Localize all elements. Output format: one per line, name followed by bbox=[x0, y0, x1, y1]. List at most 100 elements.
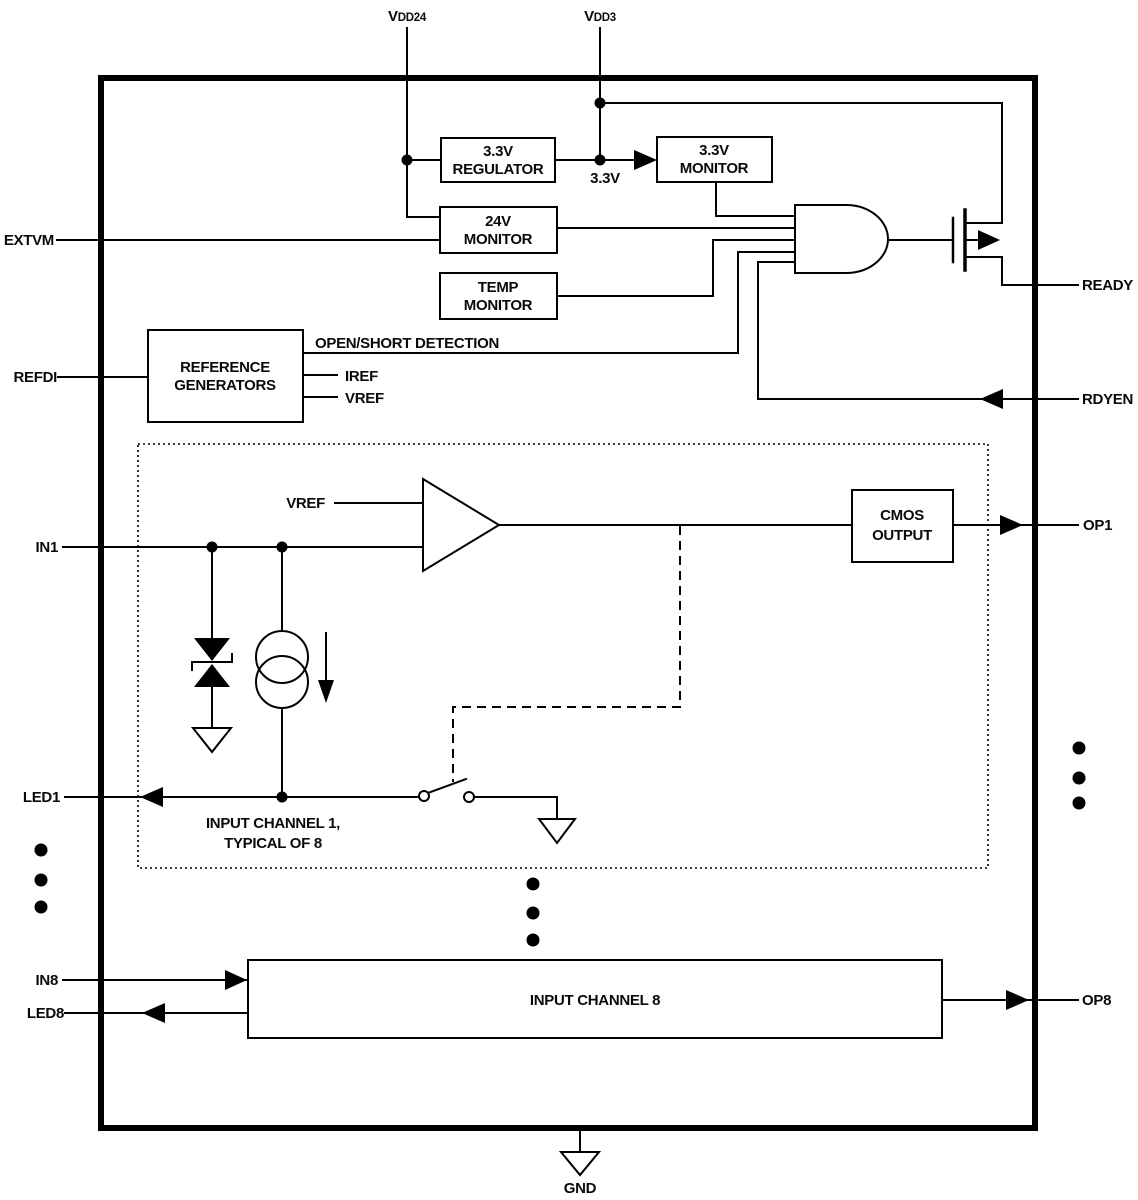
arrowheads bbox=[140, 150, 1029, 1023]
block-cmos-output-label-1: CMOS bbox=[880, 507, 924, 524]
current-source-icon bbox=[255, 630, 334, 709]
pin-vdd3-prefix: V bbox=[584, 8, 594, 25]
block-3v3-monitor-label-1: 3.3V bbox=[699, 142, 729, 159]
ellipsis-dot bbox=[34, 843, 48, 857]
pin-label-ready: READY bbox=[1082, 277, 1133, 294]
block-3v3-regulator bbox=[440, 137, 556, 183]
junction-vdd3-rail bbox=[594, 97, 606, 109]
arrow-into-3v3-monitor-icon bbox=[634, 150, 657, 170]
wire-openshort-to-gate bbox=[302, 251, 796, 354]
ellipsis-dot bbox=[1072, 796, 1086, 810]
junction-dots bbox=[206, 97, 606, 803]
wire-temp-to-gate bbox=[556, 239, 796, 297]
pin-vdd3-sub: DD3 bbox=[594, 12, 616, 24]
switch-contact-left bbox=[418, 790, 430, 802]
block-reference-generators-label-2: GENERATORS bbox=[174, 377, 276, 394]
block-reference-generators bbox=[147, 329, 304, 423]
wire-vdd24 bbox=[406, 27, 441, 218]
zener-ground-arrow-icon bbox=[190, 727, 234, 754]
block-temp-monitor-label-1: TEMP bbox=[478, 279, 519, 296]
pin-vdd24-sub: DD24 bbox=[398, 12, 427, 24]
pin-label-vdd24: VDD24 bbox=[388, 8, 427, 25]
zener-diode-icon bbox=[190, 638, 234, 754]
pin-label-in8: IN8 bbox=[36, 972, 58, 989]
net-label-3v3-rail: 3.3V bbox=[590, 170, 620, 187]
net-labels: 3.3V OPEN/SHORT DETECTION IREF VREF VREF… bbox=[206, 170, 620, 852]
block-3v3-monitor-label-2: MONITOR bbox=[680, 160, 749, 177]
junction-led1 bbox=[276, 791, 288, 803]
input-channel-1-dotted-box bbox=[137, 443, 989, 869]
current-direction-arrow-icon bbox=[318, 680, 334, 703]
block-input-channel-8 bbox=[247, 959, 943, 1039]
block-24v-monitor-label-2: MONITOR bbox=[464, 231, 533, 248]
junction-vdd3-regulator bbox=[594, 154, 606, 166]
pin-label-gnd: GND bbox=[564, 1180, 597, 1197]
ellipsis-dots-middle bbox=[526, 877, 540, 947]
ellipsis-dots-right bbox=[1072, 741, 1086, 810]
arrow-rdyen-icon bbox=[980, 389, 1003, 409]
wire-comparator-control-dashed bbox=[452, 526, 681, 782]
pin-label-extvm: EXTVM bbox=[4, 232, 54, 249]
ellipsis-dot bbox=[526, 906, 540, 920]
arrow-led1-icon bbox=[140, 787, 163, 807]
arrow-in8-icon bbox=[225, 970, 247, 990]
wire-rdyen-to-gate bbox=[757, 261, 1079, 400]
pin-label-op1: OP1 bbox=[1083, 517, 1112, 534]
wire-source-to-ready bbox=[964, 256, 1079, 286]
mosfet-icon bbox=[951, 208, 1000, 272]
arrow-op8-icon bbox=[1006, 990, 1029, 1010]
ellipsis-dot bbox=[526, 877, 540, 891]
blocks: 3.3V REGULATOR 3.3V MONITOR 24V MONITOR … bbox=[147, 136, 954, 1039]
pin-label-led1: LED1 bbox=[23, 789, 60, 806]
comparator-icon bbox=[422, 477, 501, 573]
wiring bbox=[56, 27, 1079, 1153]
block-3v3-regulator-label-2: REGULATOR bbox=[453, 161, 544, 178]
pin-label-op8: OP8 bbox=[1082, 992, 1111, 1009]
junction-in1-current-source bbox=[276, 541, 288, 553]
note-input-channel-1-line2: TYPICAL OF 8 bbox=[224, 835, 322, 852]
pin-labels: VDD24 VDD3 EXTVM REFDI IN1 LED1 IN8 LED8… bbox=[4, 8, 1134, 1197]
pin-label-rdyen: RDYEN bbox=[1082, 391, 1133, 408]
block-temp-monitor-label-2: MONITOR bbox=[464, 297, 533, 314]
wire-switch-to-ground bbox=[473, 796, 558, 820]
ellipsis-dots-left bbox=[34, 843, 48, 914]
mosfet-body-arrow-icon bbox=[978, 230, 1000, 250]
net-label-iref: IREF bbox=[345, 368, 378, 385]
zener-bar bbox=[191, 653, 233, 671]
switch-contact-right bbox=[463, 791, 475, 803]
block-3v3-monitor bbox=[656, 136, 773, 183]
pin-vdd24-prefix: V bbox=[388, 8, 398, 25]
net-label-open-short-detection: OPEN/SHORT DETECTION bbox=[315, 335, 499, 352]
junction-in1-zener bbox=[206, 541, 218, 553]
current-source-circle-bottom bbox=[255, 655, 309, 709]
zener-bottom-triangle bbox=[194, 664, 230, 687]
block-reference-generators-label-1: REFERENCE bbox=[180, 359, 270, 376]
pin-label-refdi: REFDI bbox=[13, 369, 57, 386]
gnd-ground-icon bbox=[558, 1151, 602, 1177]
and-gate-icon bbox=[794, 204, 889, 274]
zener-top-triangle bbox=[194, 638, 230, 661]
block-24v-monitor bbox=[439, 206, 558, 254]
switch-icon bbox=[418, 790, 475, 803]
block-input-channel-8-label: INPUT CHANNEL 8 bbox=[530, 992, 660, 1009]
net-label-vref-comparator: VREF bbox=[286, 495, 325, 512]
chip-outline bbox=[98, 75, 1038, 1131]
net-label-vref: VREF bbox=[345, 390, 384, 407]
ellipsis-dot bbox=[34, 873, 48, 887]
junction-vdd24 bbox=[401, 154, 413, 166]
wire-top-rail-to-drain bbox=[599, 102, 1003, 224]
note-input-channel-1-line1: INPUT CHANNEL 1, bbox=[206, 815, 340, 832]
ellipsis-dot bbox=[34, 900, 48, 914]
block-24v-monitor-label-1: 24V bbox=[485, 213, 511, 230]
block-cmos-output bbox=[851, 489, 954, 563]
ellipsis-dot bbox=[1072, 771, 1086, 785]
arrow-op1-icon bbox=[1000, 515, 1023, 535]
pin-label-vdd3: VDD3 bbox=[584, 8, 616, 25]
wire-monitor3v3-to-gate bbox=[715, 181, 796, 217]
block-3v3-regulator-label-1: 3.3V bbox=[483, 143, 513, 160]
pin-label-led8: LED8 bbox=[27, 1005, 64, 1022]
ellipsis-dot bbox=[526, 933, 540, 947]
arrow-led8-icon bbox=[142, 1003, 165, 1023]
